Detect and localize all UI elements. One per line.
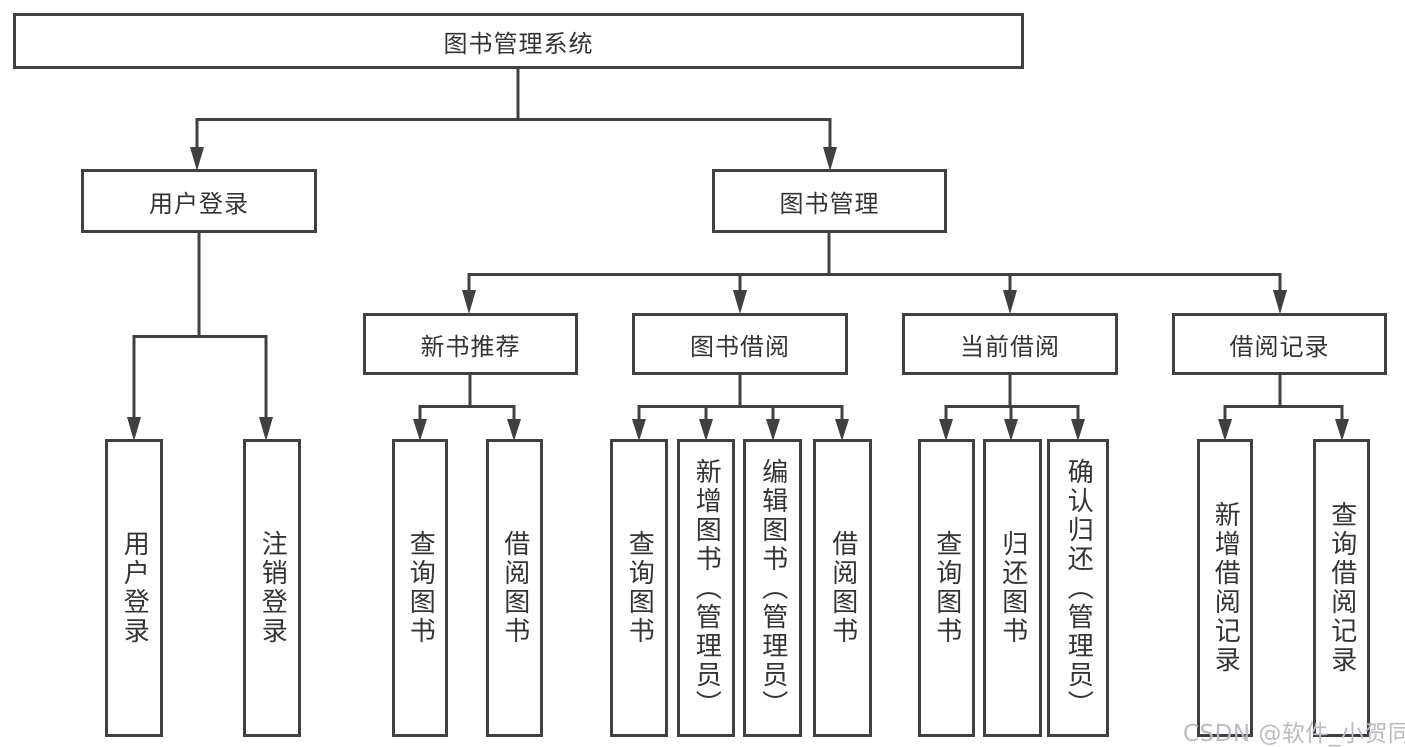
- node-label: 借阅记录: [1229, 332, 1330, 361]
- leaf-label: 用户登录: [119, 530, 150, 646]
- arrowhead-icon: [259, 417, 273, 441]
- arrowhead-icon: [835, 419, 849, 441]
- connector-newrec-to-leaves: [418, 373, 516, 423]
- node-label: 新书推荐: [420, 332, 521, 361]
- connector-borrow-to-leaves: [637, 373, 844, 423]
- leaf-add-book-admin: 新增图书（管理员）: [677, 439, 735, 737]
- arrowhead-icon: [507, 419, 521, 441]
- node-library-system: 图书管理系统: [13, 13, 1024, 69]
- leaf-borrow-book-newrec: 借阅图书: [486, 439, 543, 737]
- leaf-label: 查询借阅记录: [1326, 501, 1357, 675]
- leaf-label: 查询图书: [624, 530, 655, 646]
- leaf-query-book-borrow: 查询图书: [610, 439, 668, 737]
- arrowhead-icon: [632, 419, 646, 441]
- arrowhead-icon: [1218, 419, 1232, 441]
- connector-userlogin-to-leaves: [132, 231, 268, 421]
- leaf-label: 查询图书: [405, 530, 436, 646]
- arrowhead-icon: [1004, 419, 1018, 441]
- arrowhead-icon: [939, 419, 953, 441]
- arrowhead-icon: [1335, 419, 1349, 441]
- leaf-query-book-current: 查询图书: [918, 439, 975, 737]
- leaf-label: 新增借阅记录: [1210, 501, 1241, 675]
- leaf-label: 查询图书: [931, 530, 962, 646]
- node-book-management: 图书管理: [712, 169, 947, 233]
- node-label: 当前借阅: [960, 332, 1060, 361]
- arrowhead-icon: [823, 147, 837, 171]
- leaf-borrow-book: 借阅图书: [813, 439, 872, 737]
- leaf-label: 借阅图书: [827, 530, 858, 646]
- leaf-logout: 注销登录: [243, 439, 301, 737]
- arrowhead-icon: [462, 290, 476, 314]
- arrowhead-icon: [127, 417, 141, 441]
- leaf-query-borrow-record: 查询借阅记录: [1313, 439, 1370, 737]
- arrowhead-icon: [699, 419, 713, 441]
- arrowhead-icon: [1273, 290, 1287, 314]
- leaf-label: 归还图书: [997, 530, 1028, 646]
- leaf-label: 新增图书（管理员）: [691, 457, 722, 719]
- node-user-login: 用户登录: [81, 169, 317, 233]
- connector-bookmgmt-to-level3: [467, 231, 1282, 294]
- csdn-watermark: CSDN @软件_小贺同学: [1183, 721, 1405, 747]
- leaf-add-borrow-record: 新增借阅记录: [1197, 439, 1253, 737]
- arrowhead-icon: [190, 147, 204, 171]
- arrowhead-icon: [1003, 290, 1017, 314]
- node-new-book-recommend: 新书推荐: [363, 313, 578, 375]
- arrowhead-icon: [766, 419, 780, 441]
- node-label: 图书管理系统: [443, 29, 594, 58]
- leaf-label: 注销登录: [257, 530, 288, 646]
- leaf-return-book: 归还图书: [983, 439, 1042, 737]
- connector-record-to-leaves: [1223, 373, 1344, 423]
- node-book-borrow: 图书借阅: [632, 313, 848, 375]
- leaf-label: 确认归还（管理员）: [1063, 457, 1094, 719]
- node-current-borrow: 当前借阅: [902, 313, 1118, 375]
- arrowhead-icon: [413, 419, 427, 441]
- connector-current-to-leaves: [944, 373, 1080, 423]
- leaf-label: 编辑图书（管理员）: [757, 457, 788, 719]
- leaf-label: 借阅图书: [499, 530, 530, 646]
- node-label: 用户登录: [149, 189, 249, 218]
- leaf-confirm-return-admin: 确认归还（管理员）: [1047, 439, 1109, 737]
- leaf-edit-book-admin: 编辑图书（管理员）: [743, 439, 802, 737]
- arrowhead-icon: [1071, 419, 1085, 441]
- leaf-user-login: 用户登录: [105, 439, 163, 737]
- arrowhead-icon: [733, 290, 747, 314]
- leaf-query-book-newrec: 查询图书: [392, 439, 448, 737]
- node-borrow-record: 借阅记录: [1172, 313, 1387, 375]
- node-label: 图书借阅: [690, 332, 790, 361]
- node-label: 图书管理: [779, 189, 880, 218]
- connector-root-to-level2: [195, 64, 832, 151]
